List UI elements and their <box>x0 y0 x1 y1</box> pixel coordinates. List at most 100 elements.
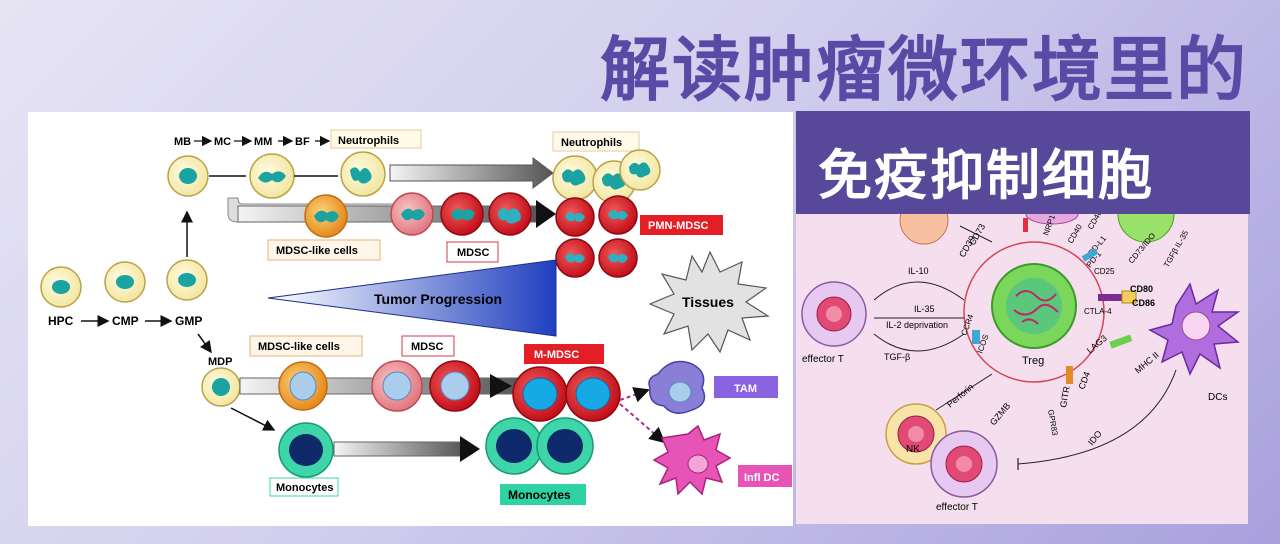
mdsc-top-label-box <box>446 241 499 263</box>
receptor-lag3 <box>1109 334 1133 349</box>
label-cd80: CD80 <box>1130 284 1153 294</box>
treg-diagram-svg: Treg effector T IL-10 IL-35 IL-2 depriva… <box>801 214 1241 513</box>
m-mdsc-cell-1 <box>512 366 568 422</box>
tumor-progression-triangle <box>267 259 557 337</box>
monocyte-progression-arrowhead <box>460 436 480 462</box>
pmn-mdsc-cell-4 <box>598 238 638 278</box>
label-neutrophils: Neutrophils <box>338 135 399 147</box>
treg-cell <box>991 263 1077 349</box>
label-gzmb: GZMB <box>988 401 1012 427</box>
mdsc-like-cell-top <box>304 194 348 238</box>
label-cd40: CD40 <box>1066 222 1084 245</box>
arrow-gmp-mdp <box>197 333 212 354</box>
label-ido: IDO <box>1086 429 1104 448</box>
label-bf: BF <box>295 136 310 148</box>
ido-line <box>1017 369 1177 465</box>
neutrophils-label-box <box>330 129 422 149</box>
tam-cell <box>648 360 706 414</box>
title-highlight-box: 免疫抑制细胞 <box>796 111 1250 214</box>
neutrophils-right-label-box <box>552 131 640 152</box>
nk-cell <box>885 403 947 465</box>
monocytes-left-label-box <box>269 477 339 497</box>
monocyte-progression-bar <box>333 441 465 457</box>
label-mdsc-top: MDSC <box>457 247 489 259</box>
perforin-line <box>935 373 993 411</box>
mdsc-cell-top-1 <box>390 192 434 236</box>
top-cell-middle <box>1025 214 1079 225</box>
pmn-mdsc-cell-3 <box>555 238 595 278</box>
label-gpr83: GPR83 <box>1046 409 1060 437</box>
label-pmn-mdsc: PMN-MDSC <box>648 220 709 232</box>
mdsc-progression-arrowhead-top <box>536 200 556 228</box>
label-il35: IL-35 <box>914 304 935 314</box>
label-treg: Treg <box>1022 355 1044 367</box>
treg-outer-ring <box>963 241 1105 383</box>
mb-cell <box>167 155 209 197</box>
mdsc-cell-bottom-2 <box>429 360 481 412</box>
label-perforin: Perforin <box>945 382 976 410</box>
label-cd4: CD4 <box>1076 370 1092 390</box>
arrow-to-infl-dc <box>619 403 666 444</box>
label-tissues: Tissues <box>682 294 734 310</box>
hpc-cell <box>40 266 82 308</box>
monocyte-cell-right-1 <box>485 417 543 475</box>
top-cell-left <box>899 214 949 245</box>
effector-t-left-cell <box>801 281 867 347</box>
label-hpc: HPC <box>48 314 74 328</box>
arrow-to-tam <box>619 387 650 403</box>
mdsc-like-cells-bottom-label-box <box>249 335 363 357</box>
monocytes-right-label-box <box>500 484 586 505</box>
label-mdp: MDP <box>208 356 232 368</box>
m-mdsc-cell-2 <box>565 366 621 422</box>
mdsc-progression-arrowhead-bottom <box>490 374 512 398</box>
label-monocytes-left: Monocytes <box>276 482 333 494</box>
label-neutrophils-right: Neutrophils <box>561 137 622 149</box>
label-gitr: GITR <box>1058 385 1072 408</box>
label-tgfb-il35: TGFβ IL-35 <box>1162 228 1191 269</box>
cd39-arrow <box>959 225 993 243</box>
receptor-cd80-cd86 <box>1121 290 1137 304</box>
monocyte-cell-right-2 <box>536 417 594 475</box>
infl-dc-cell <box>652 424 732 496</box>
mdsc-cell-top-3 <box>488 192 532 236</box>
tgfb-line <box>873 333 965 352</box>
label-ctla4: CTLA-4 <box>1084 307 1112 316</box>
label-m-mdsc: M-MDSC <box>534 349 579 361</box>
mdsc-differentiation-diagram: HPC CMP GMP MB MC MM BF Neutrophils Neut… <box>28 112 793 526</box>
label-mdsc-like-bottom: MDSC-like cells <box>258 341 340 353</box>
label-tumor-progression: Tumor Progression <box>374 291 502 307</box>
label-cmp: CMP <box>112 314 139 328</box>
il10-line <box>873 281 965 301</box>
mdsc-cell-bottom-1 <box>371 360 423 412</box>
label-monocytes-right: Monocytes <box>508 488 571 502</box>
neutrophil-cell-1 <box>552 155 598 201</box>
label-tgfb: TGF-β <box>884 352 910 362</box>
mdsc-bottom-label-box <box>401 335 455 357</box>
label-mdsc-bottom: MDSC <box>411 341 443 353</box>
title-line-1: 解读肿瘤微环境里的 <box>600 29 1248 111</box>
label-cd40l: CD40L <box>1086 214 1107 231</box>
receptor-nrp1 <box>1023 218 1028 232</box>
cmp-cell <box>104 261 146 303</box>
receptor-pd1 <box>1081 248 1099 262</box>
receptor-ctla4 <box>1098 294 1124 301</box>
label-cd25: CD25 <box>1094 267 1115 276</box>
neutrophil-cell-3 <box>619 149 661 191</box>
label-mdsc-like-top: MDSC-like cells <box>276 245 358 257</box>
label-mm: MM <box>254 136 272 148</box>
label-mhc2: MHC II <box>1133 350 1161 376</box>
label-effector-t-left: effector T <box>802 354 844 365</box>
pmn-mdsc-cell-2 <box>598 195 638 235</box>
label-gmp: GMP <box>175 314 202 328</box>
arrow-to-neutrophils <box>389 157 554 189</box>
mdp-cell <box>201 367 241 407</box>
tissues-starburst <box>648 250 770 354</box>
monocyte-cell-left <box>278 422 334 478</box>
label-effector-t-bottom: effector T <box>936 502 978 513</box>
title-line-2: 免疫抑制细胞 <box>818 144 1154 207</box>
label-infl-dc: Infl DC <box>744 472 779 484</box>
gmp-cell <box>166 259 208 301</box>
infl-dc-label-box <box>738 465 792 487</box>
receptor-gitr <box>1066 366 1073 384</box>
effector-t-bottom-cell <box>930 430 998 498</box>
